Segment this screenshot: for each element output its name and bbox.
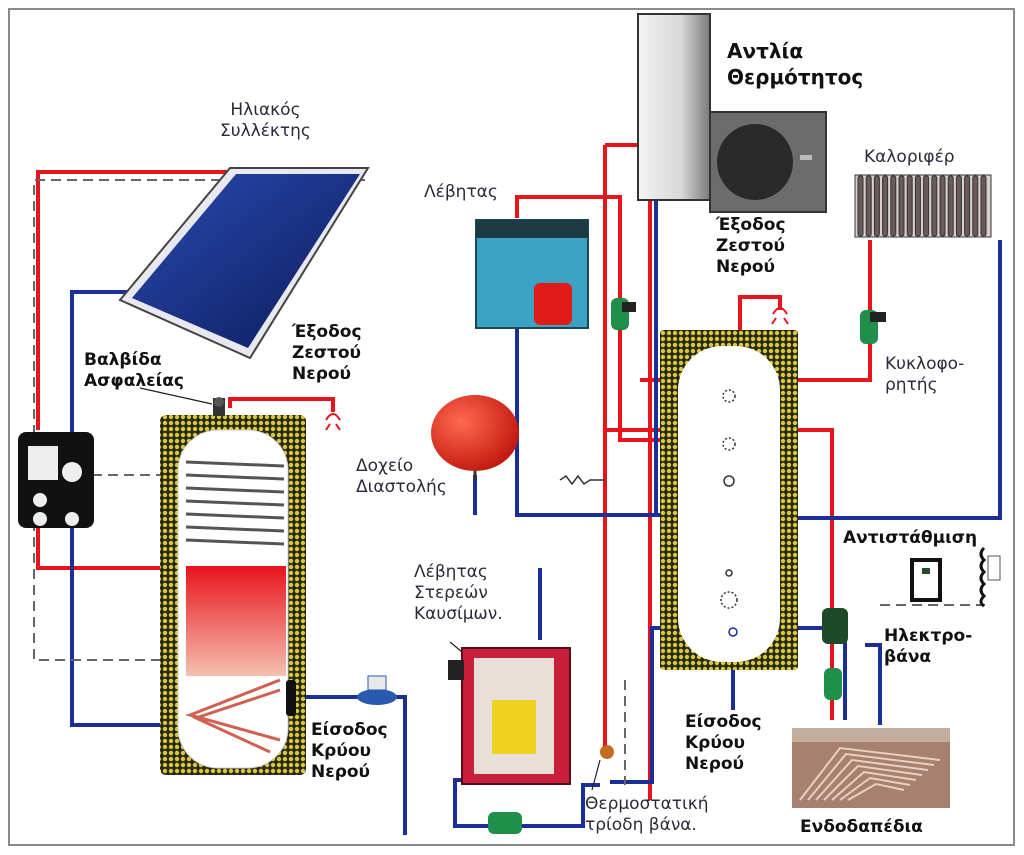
compensation-controller[interactable] <box>910 546 1001 608</box>
radiator-fin <box>882 175 889 237</box>
floor-heating-loop <box>807 752 935 801</box>
label-compensation: Αντιστάθμιση <box>843 528 978 548</box>
radiator-fin <box>955 175 962 237</box>
label-underfloor: Ενδοδαπέδια <box>800 817 923 837</box>
label-expansion-tank: Δοχείο Διαστολής <box>356 456 447 498</box>
circulator-pump-icon[interactable] <box>860 310 886 344</box>
label-hot-water-out-right: Έξοδος Ζεστού Νερού <box>716 215 786 278</box>
upper-coil <box>185 460 285 546</box>
shower-icon-right <box>771 307 789 325</box>
electro-valve-icon[interactable] <box>822 608 848 644</box>
label-line: Ηλιακός <box>230 100 301 120</box>
radiator-fin <box>906 175 913 237</box>
label-line: Διαστολής <box>356 477 447 497</box>
label-line: βάνα <box>884 647 932 667</box>
heat-pump[interactable] <box>637 13 827 213</box>
radiator-fin <box>914 175 921 237</box>
label-line: Κρύου <box>311 741 371 761</box>
pump-icon-boiler[interactable] <box>611 298 636 330</box>
pump-icon-underfloor[interactable] <box>824 668 842 700</box>
radiator-fin <box>931 175 938 237</box>
solid-fuel-boiler[interactable] <box>448 647 571 785</box>
label-line: Κρύου <box>685 733 745 753</box>
radiator-fin <box>947 175 954 237</box>
solar-water-tank[interactable] <box>160 415 306 775</box>
radiator[interactable] <box>854 174 992 238</box>
floor-heating-loop <box>823 764 923 801</box>
floor-heating-loop <box>831 770 917 801</box>
floor-heating-loop <box>799 746 941 801</box>
label-line: Έξοδος <box>716 215 786 235</box>
label-thermostatic-valve: Θερμοστατική τρίοδη βάνα. <box>585 794 709 836</box>
label-hot-water-out-left: Έξοδος Ζεστού Νερού <box>292 322 362 385</box>
radiator-fin <box>972 175 979 237</box>
radiator-fin <box>939 175 946 237</box>
underfloor-heating[interactable] <box>792 728 950 808</box>
label-cold-water-in-right: Είσοδος Κρύου Νερού <box>685 712 762 775</box>
label-line: Ζεστού <box>292 343 362 363</box>
label-electro-valve: Ηλεκτρο- βάνα <box>884 626 972 668</box>
label-cold-water-in-left: Είσοδος Κρύου Νερού <box>311 720 388 783</box>
radiator-fin <box>964 175 971 237</box>
radiator-fin <box>898 175 905 237</box>
radiator-fin <box>865 175 872 237</box>
label-line: Αντλία <box>727 39 804 63</box>
shower-icon-left <box>325 413 341 431</box>
label-line: Θερμοστατική <box>585 794 709 814</box>
label-line: Ασφαλείας <box>84 371 184 391</box>
label-line: Είσοδος <box>311 720 388 740</box>
label-solar-collector: Ηλιακός Συλλέκτης <box>220 100 311 142</box>
radiator-fin <box>890 175 897 237</box>
label-line: τρίοδη βάνα. <box>585 815 697 835</box>
water-meter-icon[interactable] <box>357 675 397 705</box>
label-boiler: Λέβητας <box>424 182 498 202</box>
label-heat-pump: Αντλία Θερμότητος <box>727 38 863 90</box>
label-solid-fuel-boiler: Λέβητας Στερεών Καυσίμων. <box>414 562 503 625</box>
label-line: Θερμότητος <box>727 65 864 89</box>
radiator-fin <box>980 175 987 237</box>
solar-collector[interactable] <box>118 167 370 360</box>
label-line: Νερού <box>685 754 745 774</box>
label-line: Είσοδος <box>685 712 762 732</box>
pump-icon-solid-fuel[interactable] <box>488 812 522 834</box>
label-line: Νερού <box>716 257 776 277</box>
radiator-fin <box>857 175 864 237</box>
sensor-wire <box>559 474 605 486</box>
solar-controller[interactable] <box>18 432 94 528</box>
label-line: Στερεών <box>414 583 488 603</box>
label-line: Έξοδος <box>292 322 362 342</box>
label-line: Κυκλοφο- <box>885 354 965 374</box>
label-line: Νερού <box>292 364 352 384</box>
oil-boiler[interactable] <box>475 219 589 329</box>
label-line: Ζεστού <box>716 236 786 256</box>
buffer-tank[interactable] <box>660 330 798 670</box>
label-line: Ηλεκτρο- <box>884 626 973 646</box>
radiator-fin <box>923 175 930 237</box>
label-line: ρητής <box>885 375 938 395</box>
thermostatic-valve-icon[interactable] <box>600 745 614 759</box>
label-line: Βαλβίδα <box>84 350 162 370</box>
label-line: Δοχείο <box>356 456 414 476</box>
label-line: Συλλέκτης <box>220 121 311 141</box>
expansion-tank[interactable] <box>431 395 519 480</box>
label-line: Καυσίμων. <box>414 604 503 624</box>
safety-valve-icon[interactable] <box>213 397 225 416</box>
radiator-fin <box>873 175 880 237</box>
label-line: Λέβητας <box>414 562 488 582</box>
floor-heating-loop <box>847 782 905 801</box>
label-safety-valve: Βαλβίδα Ασφαλείας <box>84 350 184 392</box>
label-radiator: Καλοριφέρ <box>864 147 955 167</box>
label-line: Νερού <box>311 762 371 782</box>
floor-heating-loop <box>815 758 929 801</box>
label-circulator: Κυκλοφο- ρητής <box>885 354 964 396</box>
lower-coil <box>185 678 281 754</box>
floor-heating-loop <box>839 776 911 801</box>
